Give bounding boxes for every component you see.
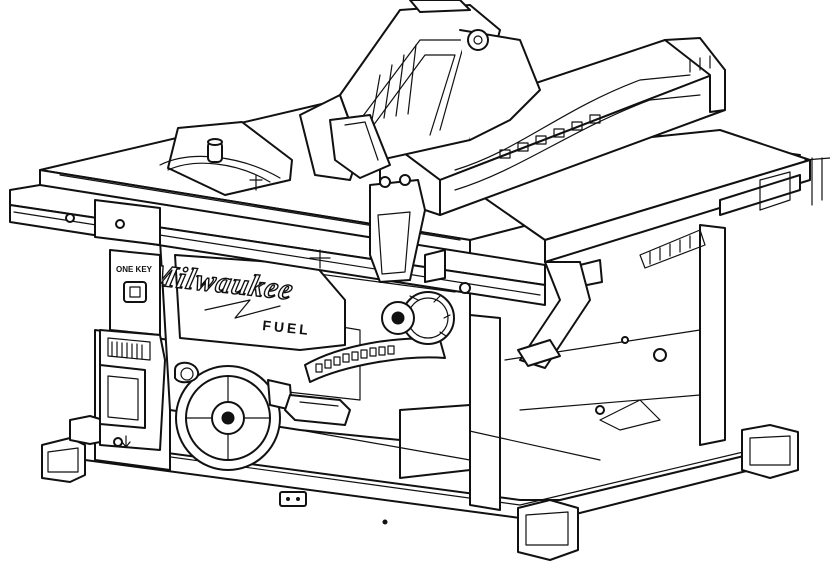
- bevel-scale: [304, 337, 446, 383]
- fence-window-row: [499, 114, 601, 159]
- table-extension-wing: [429, 129, 830, 369]
- foot-front-right: [517, 499, 579, 561]
- foot-back-right: [741, 424, 799, 479]
- bevel-adjust-knob[interactable]: [381, 291, 455, 345]
- front-bracket: [279, 491, 388, 525]
- rail-clamp[interactable]: [94, 199, 161, 246]
- rear-brace: [595, 336, 667, 431]
- blade-height-handwheel[interactable]: [174, 361, 293, 471]
- fence-lock-handle[interactable]: [369, 174, 446, 283]
- bevel-lock-lever[interactable]: [284, 394, 351, 426]
- riving-knife: [329, 114, 391, 179]
- one-key-label: ONE KEY: [116, 265, 153, 274]
- side-control-panel: ONE KEY: [109, 249, 161, 336]
- arrow-down-icon: [121, 435, 131, 448]
- power-switch-housing: [99, 329, 166, 451]
- handwheel-knob[interactable]: [174, 361, 200, 384]
- guard-pivot: [467, 29, 489, 51]
- foot-front-left: [41, 437, 86, 483]
- miter-gauge[interactable]: [159, 121, 293, 196]
- one-key-button[interactable]: [123, 281, 147, 303]
- power-icon: [113, 437, 123, 447]
- fuel-logo-text: FUEL: [262, 317, 312, 338]
- brand-panel: Milwaukee FUEL: [145, 254, 346, 351]
- power-paddle-switch[interactable]: [99, 364, 146, 429]
